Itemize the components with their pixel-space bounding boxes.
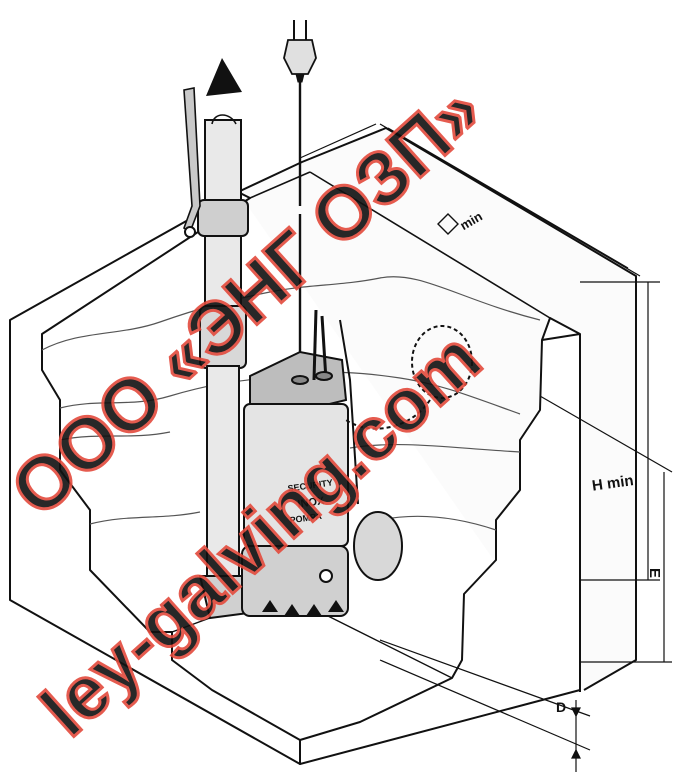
pipe-opening-icon xyxy=(211,114,237,125)
h-min-label: H min xyxy=(591,472,635,495)
valve-handle xyxy=(183,87,201,234)
pipe-lower xyxy=(206,365,240,579)
pit-right-wall xyxy=(299,317,581,765)
plug-icon xyxy=(283,39,317,75)
e-label: E xyxy=(646,568,663,578)
d-label: D xyxy=(556,699,566,715)
flow-direction-arrow-icon xyxy=(206,58,242,96)
pump-label-middle: INOX xyxy=(297,495,326,511)
pipe-middle xyxy=(204,235,242,309)
float-switch xyxy=(339,319,473,581)
float-cable xyxy=(339,319,359,505)
valve-body xyxy=(197,199,249,237)
discharge-pipe xyxy=(183,87,258,620)
submersible-pump xyxy=(241,309,349,617)
pit-structure xyxy=(9,127,637,765)
float-upper-dashed xyxy=(411,325,473,399)
dimension-lines xyxy=(299,123,673,772)
pump-label-bottom: POMPA xyxy=(289,511,323,525)
pipe-upper xyxy=(204,119,242,203)
float-lower xyxy=(353,511,403,581)
square-min-icon xyxy=(437,213,459,235)
